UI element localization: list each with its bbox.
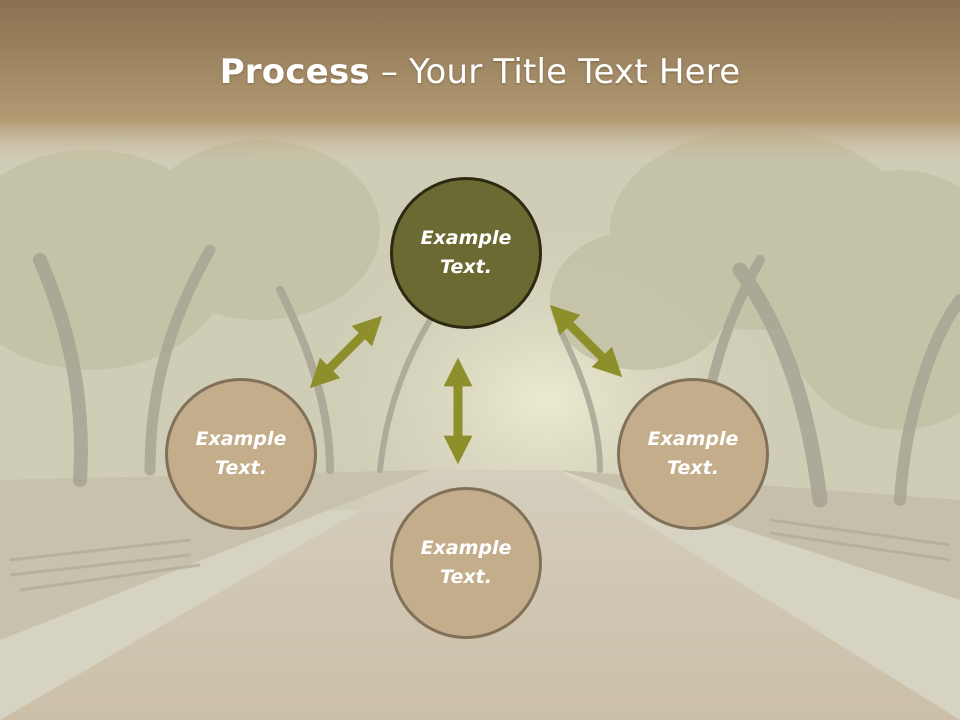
right-circle-line1: Example — [647, 428, 739, 450]
left-circle: Example Text. — [165, 378, 317, 530]
center-circle-line1: Example — [420, 227, 512, 249]
slide-title: Process – Your Title Text Here — [0, 52, 960, 92]
title-bold-part: Process — [219, 52, 370, 92]
right-circle: Example Text. — [617, 378, 769, 530]
bottom-circle-line1: Example — [420, 537, 512, 559]
left-circle-line1: Example — [195, 428, 287, 450]
left-circle-line2: Text. — [215, 457, 267, 479]
right-circle-line2: Text. — [667, 457, 719, 479]
center-circle: Example Text. — [390, 177, 542, 329]
arrow-center-left — [309, 315, 383, 389]
bottom-circle: Example Text. — [390, 487, 542, 639]
arrow-center-right — [549, 304, 623, 378]
title-rest-part: – Your Title Text Here — [369, 52, 741, 92]
bottom-circle-line2: Text. — [440, 566, 492, 588]
center-circle-line2: Text. — [440, 256, 492, 278]
